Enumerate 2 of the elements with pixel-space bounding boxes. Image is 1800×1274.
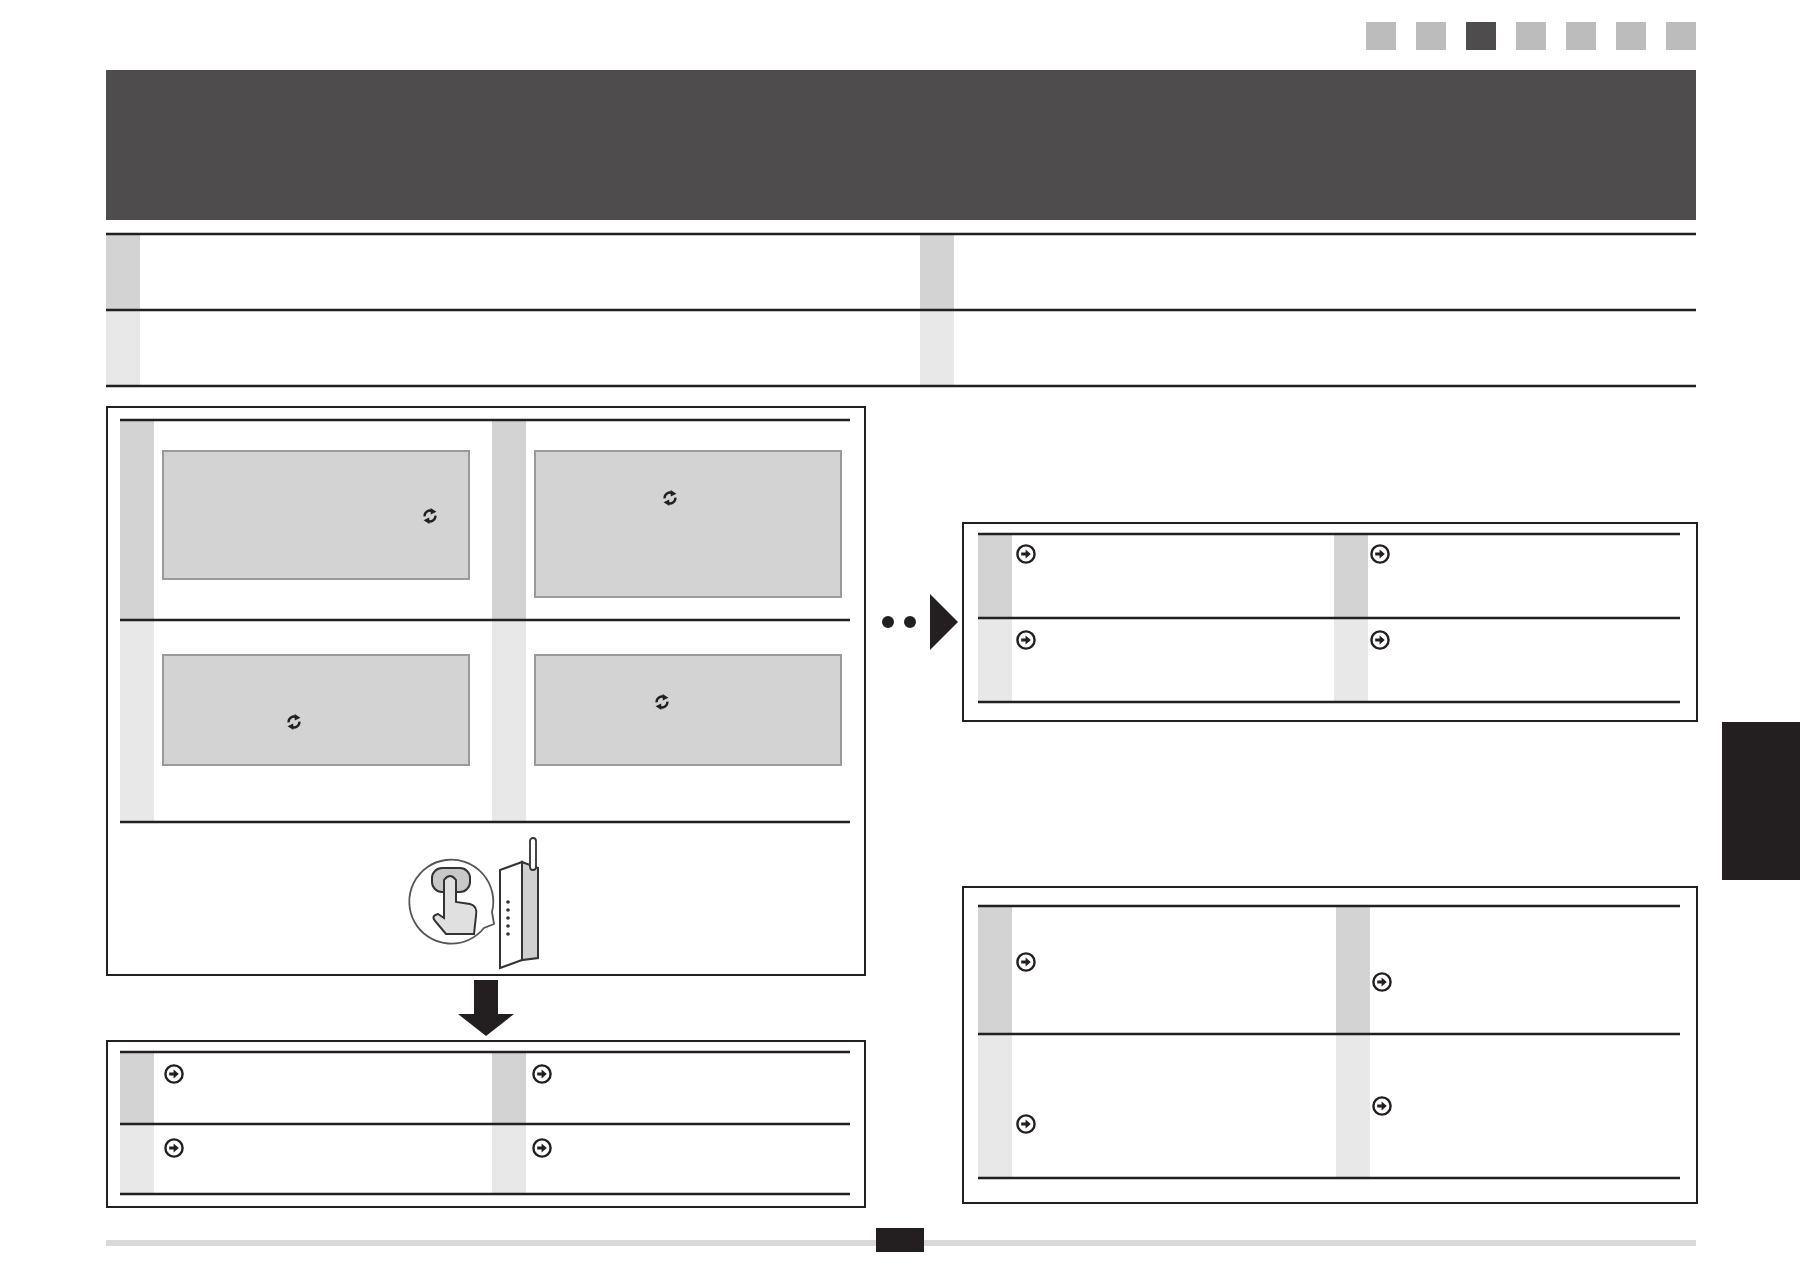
side-tab: [1722, 722, 1800, 880]
block-arrow: [458, 980, 514, 1036]
